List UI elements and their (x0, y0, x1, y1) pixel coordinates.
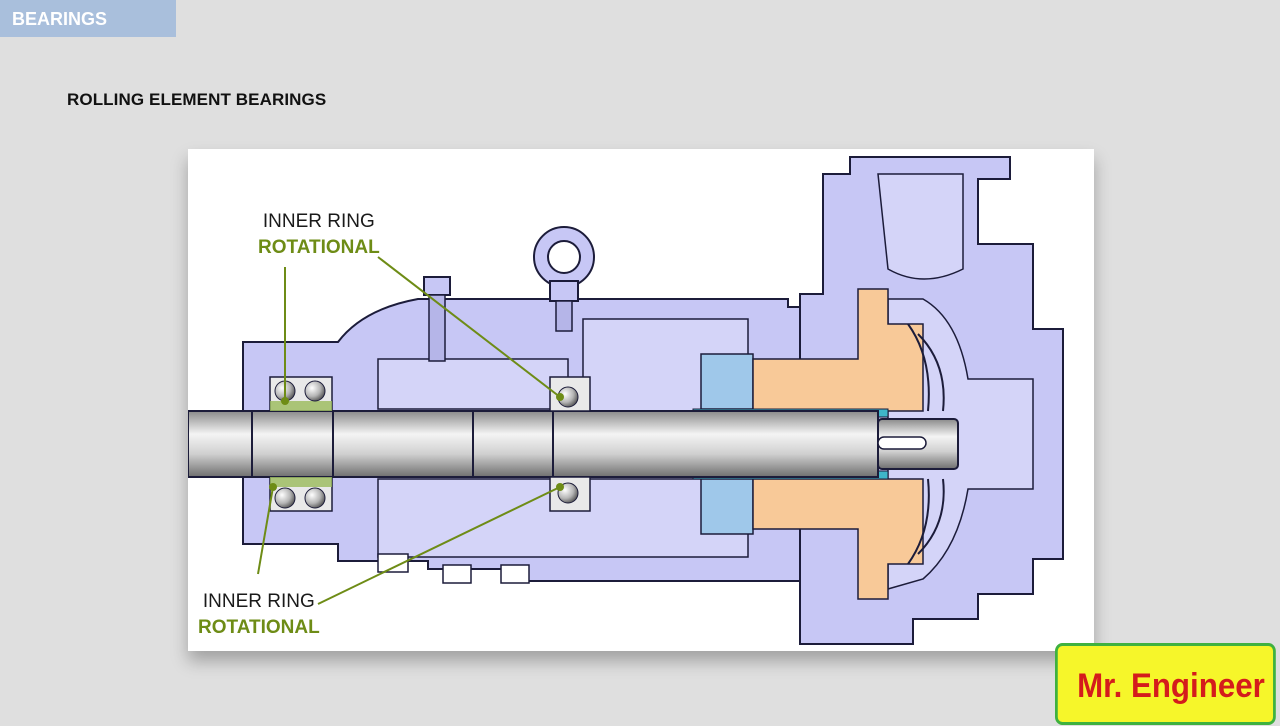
callout-upper: INNER RING ROTATIONAL (258, 209, 380, 261)
left-bearing (269, 376, 333, 512)
callout-upper-rotational: ROTATIONAL (258, 237, 380, 258)
section-tab: BEARINGS (0, 0, 176, 37)
pump-drawing (188, 156, 1064, 645)
impeller-lower (752, 478, 924, 600)
drain-plug-3 (377, 553, 409, 573)
callout-leaders (257, 256, 561, 605)
callout-lower: INNER RING ROTATIONAL (198, 589, 320, 641)
drain-plug-1 (442, 564, 472, 584)
discharge-nozzle (877, 173, 964, 280)
channel-brand-badge: Mr. Engineer (1055, 643, 1276, 725)
volute-passage (887, 298, 1034, 590)
seal-block-upper (700, 353, 754, 410)
shaft (188, 410, 879, 478)
vent-plug (423, 276, 451, 296)
callout-lower-rotational: ROTATIONAL (198, 617, 320, 638)
pump-cross-section-diagram: INNER RING ROTATIONAL INNER RING ROTATIO… (188, 149, 1094, 651)
oil-cavity-left (377, 358, 569, 410)
right-bearing (549, 376, 591, 512)
callout-upper-ring: INNER RING (262, 211, 375, 232)
oil-cavity-bottom (377, 478, 749, 558)
seal-block-lower (700, 478, 754, 535)
impeller-vanes (907, 323, 945, 565)
keyway (877, 436, 927, 450)
callout-lower-ring: INNER RING (202, 591, 315, 612)
slide-title: ROLLING ELEMENT BEARINGS (67, 90, 327, 109)
drain-plug-2 (500, 564, 530, 584)
